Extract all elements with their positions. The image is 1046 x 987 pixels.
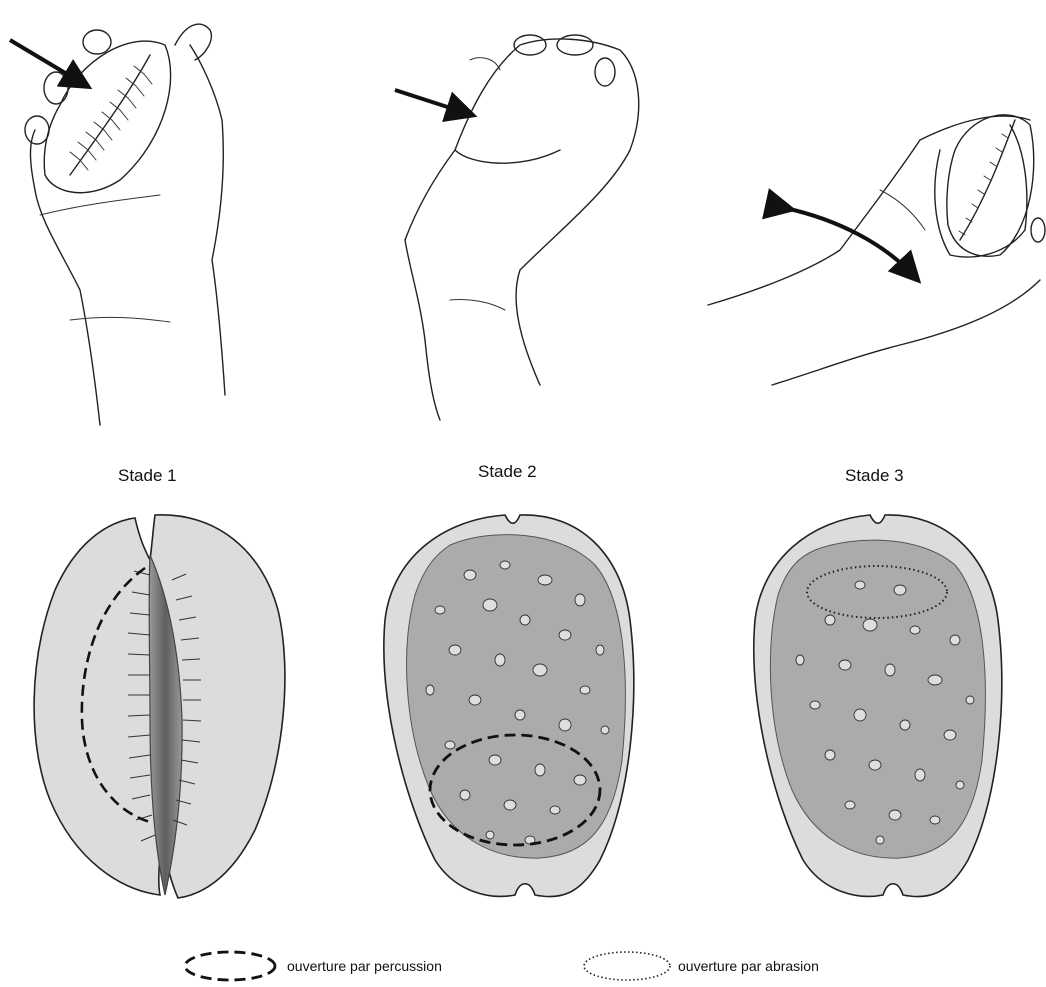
stage-2-label: Stade 2 bbox=[478, 462, 537, 482]
stage-3-label: Stade 3 bbox=[845, 466, 904, 486]
hand-illustration-stage-1 bbox=[10, 24, 225, 425]
hand-illustration-stage-3 bbox=[708, 115, 1045, 385]
legend-abrasion-label: ouverture par abrasion bbox=[678, 958, 819, 974]
pressure-arrow bbox=[395, 90, 466, 113]
shell-stage-1 bbox=[34, 515, 285, 898]
pressure-arrow bbox=[10, 40, 82, 83]
legend-percussion-swatch bbox=[185, 952, 275, 980]
legend-abrasion-swatch bbox=[584, 952, 670, 980]
legend-percussion-label: ouverture par percussion bbox=[287, 958, 442, 974]
shell-stage-3 bbox=[754, 515, 1002, 897]
rotation-arrow bbox=[785, 208, 913, 275]
stage-1-label: Stade 1 bbox=[118, 466, 177, 486]
shell-stage-2 bbox=[384, 515, 634, 897]
hand-illustration-stage-2 bbox=[395, 35, 639, 420]
